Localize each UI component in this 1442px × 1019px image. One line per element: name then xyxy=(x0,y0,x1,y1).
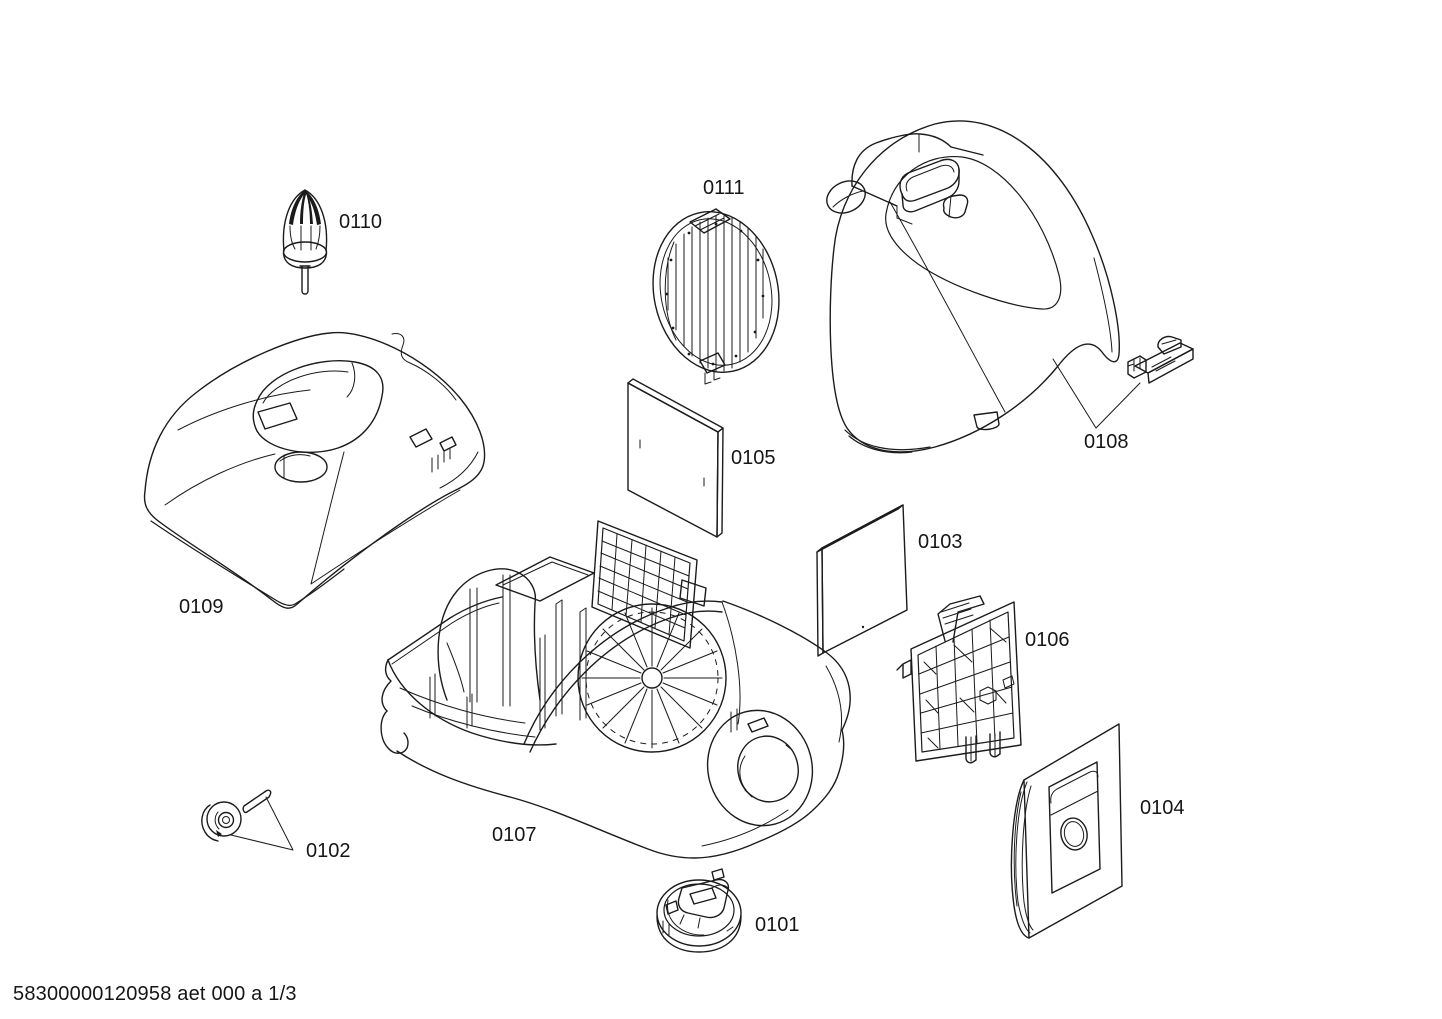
part-drawing-0106-exhaust-grille xyxy=(896,595,1022,764)
part-label-0102: 0102 xyxy=(306,840,351,862)
document-number: 58300000120958 aet 000 a 1/3 xyxy=(13,983,297,1005)
part-drawing-0107-main-body xyxy=(380,520,851,859)
part-drawing-lid-cover xyxy=(826,120,1120,454)
part-label-0111: 0111 xyxy=(703,177,745,199)
part-drawing-0105-filter-panel xyxy=(627,378,724,538)
leader-line-0102 xyxy=(230,796,294,851)
part-label-0101: 0101 xyxy=(755,914,800,936)
part-label-0109: 0109 xyxy=(179,596,224,618)
part-label-0108: 0108 xyxy=(1084,431,1129,453)
part-drawing-0108-latch xyxy=(1127,335,1194,384)
leader-line-0108 xyxy=(1052,358,1141,429)
part-drawing-0101-caster xyxy=(656,868,742,953)
part-label-0103: 0103 xyxy=(918,531,963,553)
part-drawing-0103-filter-pad xyxy=(816,504,908,657)
part-drawing-0111-motor-filter-disc xyxy=(652,208,780,385)
part-label-0105: 0105 xyxy=(731,447,776,469)
part-drawing-0110-cone xyxy=(282,189,328,295)
part-label-0106: 0106 xyxy=(1025,629,1070,651)
part-drawing-0102-wheel xyxy=(201,789,272,842)
part-drawing-0104-dust-bag xyxy=(1010,723,1123,939)
part-label-0107: 0107 xyxy=(492,824,537,846)
part-drawing-0109-housing-shell xyxy=(143,331,486,609)
part-label-0110: 0110 xyxy=(339,211,382,233)
part-label-0104: 0104 xyxy=(1140,797,1185,819)
